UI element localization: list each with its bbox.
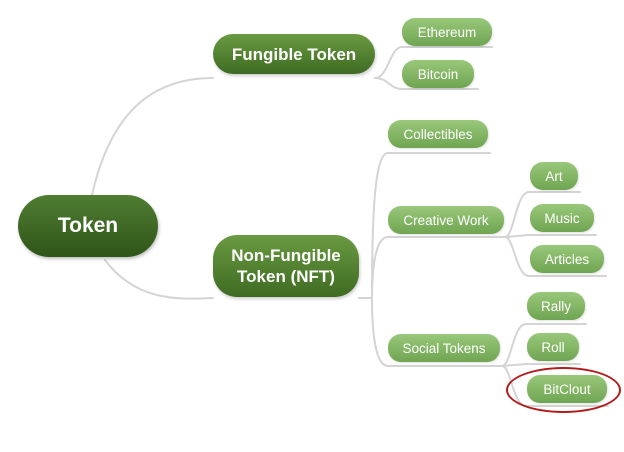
leaf-node-rally[interactable]: Rally [527,292,585,320]
branch-node-label: Fungible Token [231,44,357,64]
root-node-label: Token [57,214,119,237]
leaf-node-ethereum[interactable]: Ethereum [402,18,492,46]
leaf-node-label: Ethereum [417,24,477,40]
group-node-social-tokens[interactable]: Social Tokens [388,334,500,362]
group-node-label: Social Tokens [402,340,486,356]
branch-node-non-fungible-token[interactable]: Non-Fungible Token (NFT) [213,235,359,297]
branch-node-fungible-token[interactable]: Fungible Token [213,34,375,74]
leaf-node-label: Bitcoin [417,66,459,82]
root-node-token[interactable]: Token [18,195,158,257]
leaf-node-label: Music [544,210,580,226]
group-node-label: Creative Work [403,212,489,228]
leaf-node-label: Roll [541,339,565,355]
highlight-ring [506,367,621,413]
leaf-node-music[interactable]: Music [530,204,594,232]
leaf-node-label: Articles [544,251,590,267]
leaf-node-label: Art [545,168,563,184]
branch-node-label: Non-Fungible Token (NFT) [231,246,341,286]
group-node-creative-work[interactable]: Creative Work [388,206,504,234]
leaf-node-articles[interactable]: Articles [530,245,604,273]
group-node-label: Collectibles [403,126,473,142]
leaf-node-art[interactable]: Art [530,162,578,190]
leaf-node-bitcoin[interactable]: Bitcoin [402,60,474,88]
leaf-node-roll[interactable]: Roll [527,333,579,361]
leaf-node-label: Rally [540,298,571,314]
group-node-collectibles[interactable]: Collectibles [388,120,488,148]
